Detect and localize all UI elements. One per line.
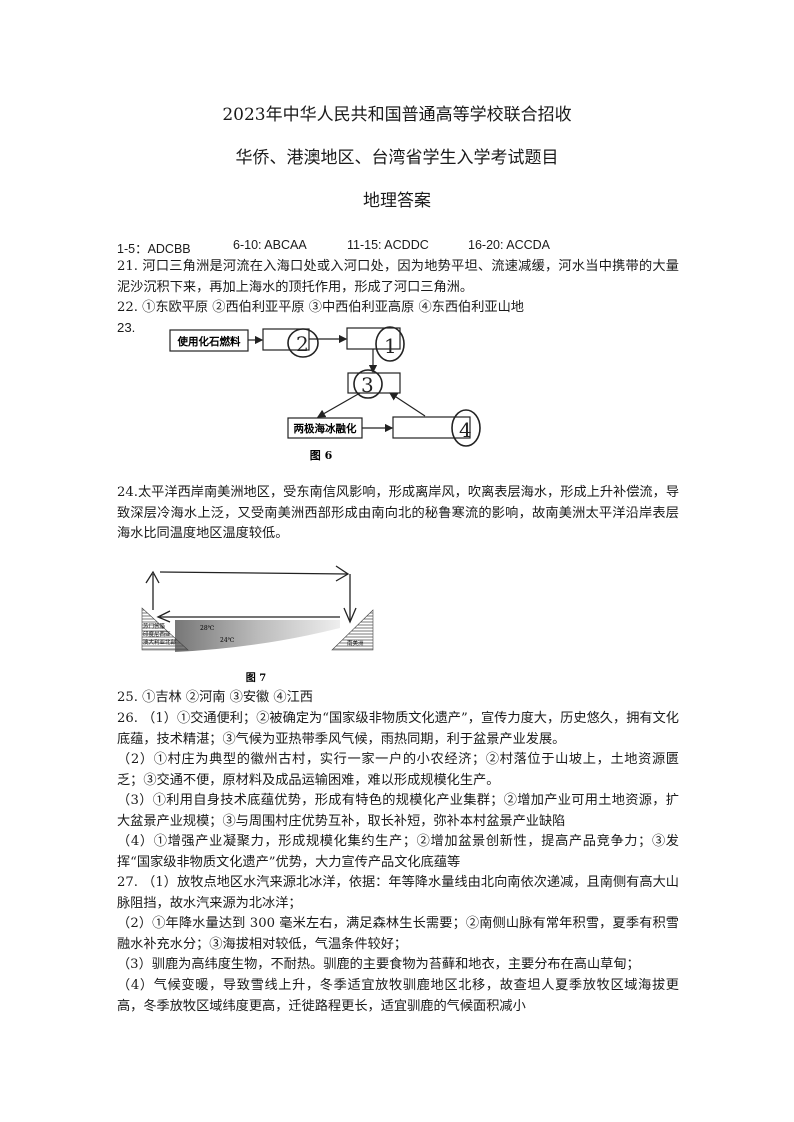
answer-26-part3: （3）①利用自身技术底蕴优势，形成有特色的规模化产业集群；②增加产业可用土地资源… <box>117 793 679 829</box>
right-land-label: 南美洲 <box>347 639 364 647</box>
left-landmass <box>141 607 189 651</box>
fossil-fuel-label: 使用化石燃料 <box>177 335 241 348</box>
answer-27-part1: 27. （1）放牧点地区水汽来源北冰洋，依据：年等降水量线由北向南依次递减，且南… <box>117 875 679 911</box>
ocean-surface <box>175 620 340 652</box>
answer-25: 25. ①吉林 ②河南 ③安徽 ④江西 <box>117 690 313 705</box>
answers-6-10: 6-10: ABCAA <box>233 238 307 252</box>
left-land-label: 印度尼西亚 <box>143 630 171 638</box>
answer-27-part4: （4）气候变暖，导致雪线上升，冬季适宜放牧驯鹿地区北移，故查坦人夏季放牧区域海拔… <box>117 978 679 1014</box>
answer-22: 22. ①东欧平原 ②西伯利亚平原 ③中西伯利亚高原 ④东西伯利亚山地 <box>117 300 524 315</box>
answers-11-15: 11-15: ACDDC <box>347 238 429 252</box>
doc-title-line2: 华侨、港澳地区、台湾省学生入学考试题目 <box>235 148 559 168</box>
temp-cool-label: 24℃ <box>220 637 235 644</box>
arrow <box>316 392 361 418</box>
figure-7-caption: 图 7 <box>246 672 266 684</box>
arrow <box>388 392 426 417</box>
doc-title-line3: 地理答案 <box>363 191 431 211</box>
answers-16-20: 16-20: ACCDA <box>468 238 550 252</box>
left-land-label: 澳大利亚北部 <box>143 638 177 646</box>
left-land-label: 苏门答腊 <box>143 622 166 630</box>
answer-21: 21. 河口三角洲是河流在入海口处或入河口处，因为地势平坦、流速减缓，河水当中携… <box>117 259 679 295</box>
answer-26-part2: （2）①村庄为典型的徽州古村，实行一家一户的小农经济；②村落位于山坡上，土地资源… <box>117 752 679 788</box>
figure-6-caption: 图 6 <box>310 449 333 462</box>
answer-27-part3: （3）驯鹿为高纬度生物，不耐热。驯鹿的主要食物为苔藓和地衣，主要分布在高山草甸； <box>117 957 640 972</box>
handwritten-1: 1 <box>384 334 397 358</box>
temp-warm-label: 28℃ <box>200 625 215 632</box>
doc-title-line1: 2023年中华人民共和国普通高等学校联合招收 <box>222 105 572 125</box>
handwritten-2: 2 <box>296 332 309 356</box>
answers-1-5: 1-5：ADCBB <box>117 242 191 256</box>
answer-26-part4: （4）①增强产业凝聚力，形成规模化集约生产；②增加盆景创新性，提高产品竞争力；③… <box>117 834 679 870</box>
answer-26-part1: 26. （1）①交通便利；②被确定为“国家级非物质文化遗产”，宣传力度大，历史悠… <box>117 711 679 747</box>
handwritten-3: 3 <box>361 373 374 397</box>
answer-23-label: 23. <box>117 320 136 335</box>
answer-24: 24.太平洋西岸南美洲地区，受东南信风影响，形成离岸风，吹离表层海水，形成上升补… <box>117 485 679 542</box>
right-landmass <box>331 609 374 651</box>
handwritten-4: 4 <box>459 418 472 442</box>
answer-27-part2: （2）①年降水量达到 300 毫米左右，满足森林生长需要；②南侧山脉有常年积雪，… <box>117 916 679 952</box>
figure-7-diagram: 苏门答腊 印度尼西亚 澳大利亚北部 南美洲 28℃ 24℃ 图 7 <box>141 565 374 684</box>
polar-ice-label: 两极海冰融化 <box>294 422 357 435</box>
